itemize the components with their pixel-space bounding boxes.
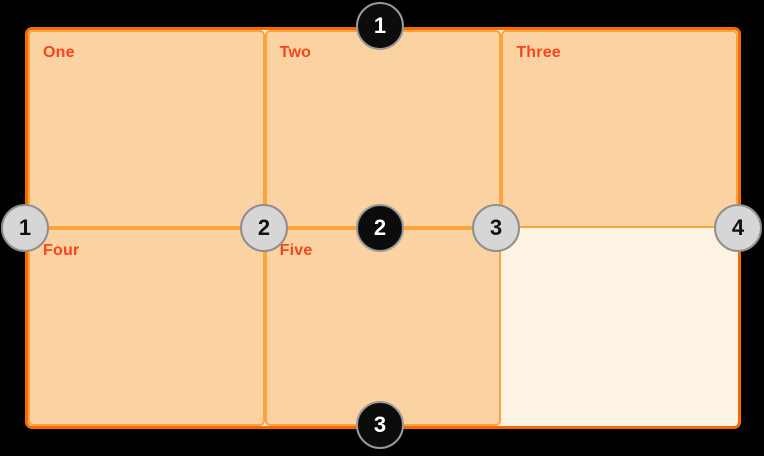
grid-cell-three: Three <box>501 30 738 228</box>
row-line-marker-3: 3 <box>356 401 404 449</box>
grid-cell-two: Two <box>264 30 502 228</box>
grid-cell-empty <box>501 228 738 426</box>
row-line-marker-1: 1 <box>356 2 404 50</box>
column-line-marker-2: 2 <box>240 204 288 252</box>
grid-cell-four: Four <box>28 228 265 426</box>
column-line-marker-4: 4 <box>714 204 762 252</box>
grid-cell-one: One <box>28 30 265 228</box>
grid-cell-five: Five <box>264 228 502 426</box>
grid-container: One Two Three Four Five <box>25 27 741 429</box>
column-line-marker-3: 3 <box>472 204 520 252</box>
row-line-marker-2: 2 <box>356 204 404 252</box>
column-line-marker-1: 1 <box>1 204 49 252</box>
